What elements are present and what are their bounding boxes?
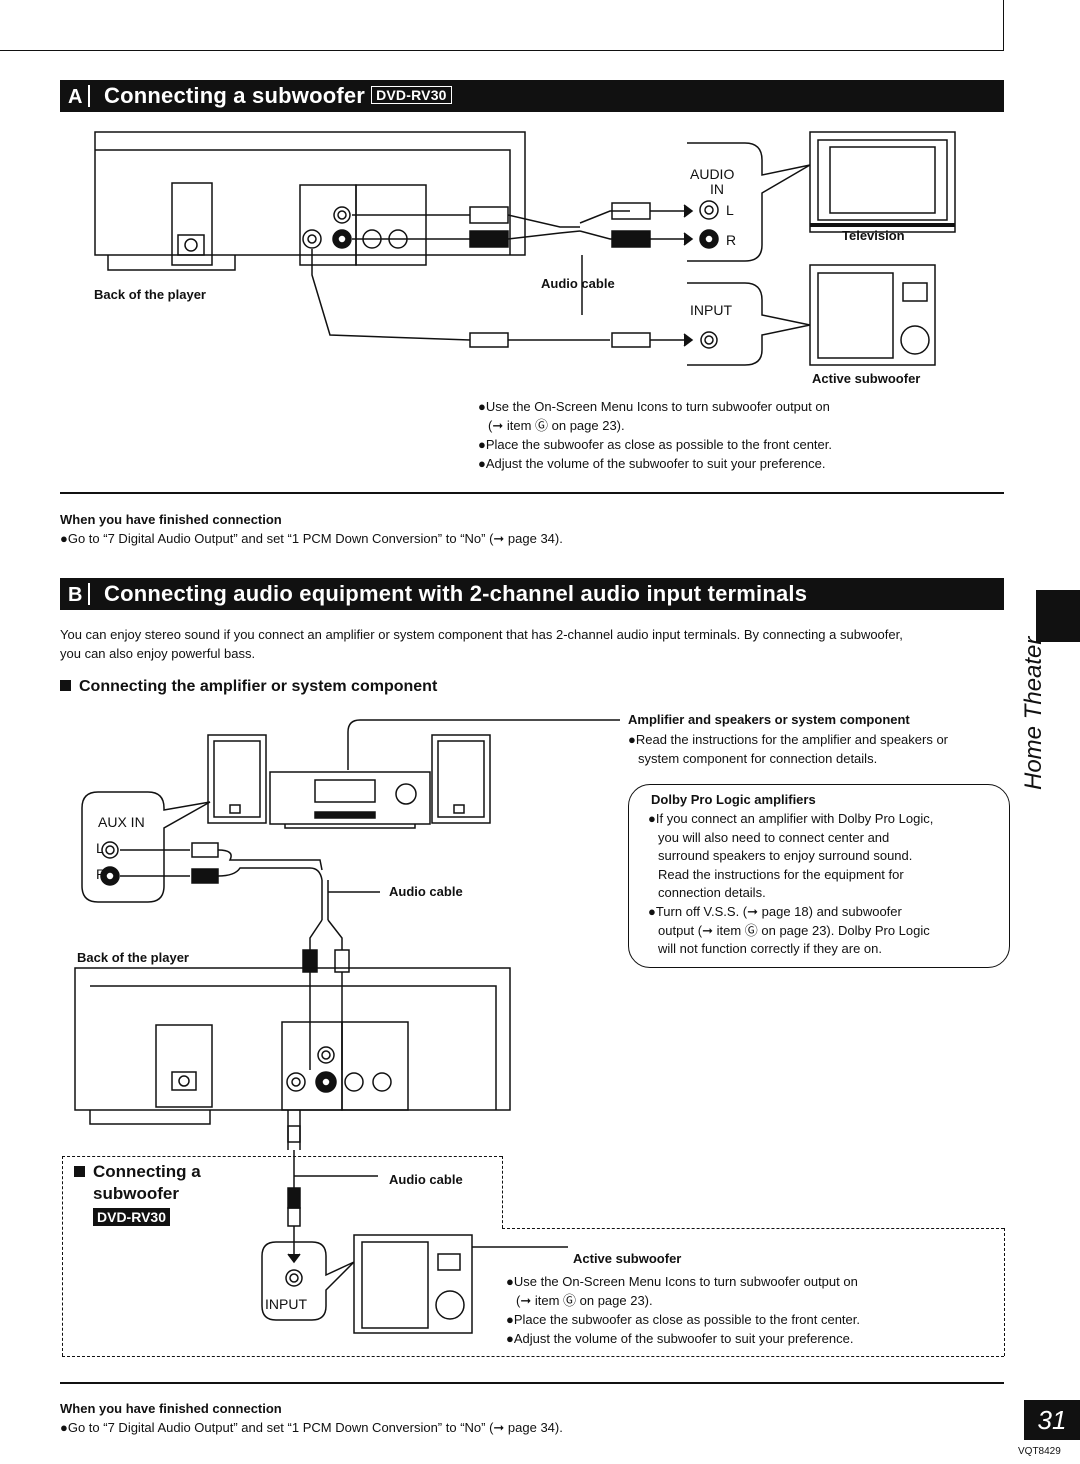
dashed-border-bottom	[62, 1356, 1004, 1357]
section-b-title: Connecting audio equipment with 2-channe…	[104, 581, 808, 606]
section-a-separator	[88, 85, 90, 107]
amp-diagram	[74, 719, 620, 1125]
amp-subheading: Connecting the amplifier or system compo…	[60, 678, 437, 696]
dolby-line: Read the instructions for the equipment …	[658, 866, 904, 882]
audio-cable-label: Audio cable	[541, 276, 615, 291]
sub-note-line: ●Adjust the volume of the subwoofer to s…	[506, 1331, 854, 1346]
section-a-letter: A	[68, 86, 83, 108]
section-a-finished-heading: When you have finished connection	[60, 512, 282, 527]
aux-right-label: R	[96, 866, 107, 882]
dashed-border-left	[62, 1156, 63, 1356]
right-channel-label: R	[726, 232, 737, 248]
doc-code: VQT8429	[1018, 1446, 1061, 1457]
audio-in-sub-label: IN	[710, 181, 724, 197]
note-line: (➞ item Ⓖ on page 23).	[488, 418, 625, 433]
dolby-line: ●If you connect an amplifier with Dolby …	[648, 811, 934, 826]
square-bullet-icon	[74, 1166, 85, 1177]
model-badge: DVD-RV30	[371, 86, 452, 104]
sub-note-line: ●Place the subwoofer as close as possibl…	[506, 1312, 860, 1327]
dashed-border-mid	[502, 1156, 503, 1228]
dolby-line: surround speakers to enjoy surround soun…	[658, 848, 913, 864]
side-thumb-tab	[1036, 590, 1080, 642]
section-b-letter: B	[68, 584, 83, 606]
section-a-diagram	[94, 131, 956, 366]
dashed-border-top-left	[62, 1156, 502, 1157]
dolby-heading: Dolby Pro Logic amplifiers	[651, 792, 816, 807]
dolby-line: you will also need to connect center and	[658, 829, 890, 845]
audio-cable-c-label: Audio cable	[389, 1172, 463, 1187]
amp-heading: Amplifier and speakers or system compone…	[628, 712, 910, 727]
audio-in-label: AUDIO	[690, 166, 735, 182]
note-line: ●Place the subwoofer as close as possibl…	[478, 437, 832, 452]
note-line: ●Adjust the volume of the subwoofer to s…	[478, 456, 826, 471]
sub-note-line: (➞ item Ⓖ on page 23).	[516, 1293, 653, 1308]
amp-note-line: ●Read the instructions for the amplifier…	[628, 732, 949, 747]
television-label: Television	[842, 228, 905, 243]
section-b-divider	[60, 1382, 1004, 1384]
subwoofer-heading-line1: Connecting a	[93, 1162, 201, 1181]
subwoofer-subheading: Connecting a subwoofer	[74, 1161, 201, 1205]
page-number: 31	[1024, 1400, 1080, 1440]
section-b-separator	[88, 583, 90, 605]
section-b-intro: You can enjoy stereo sound if you connec…	[60, 625, 903, 663]
sub-note-line: ●Use the On-Screen Menu Icons to turn su…	[506, 1274, 858, 1289]
subwoofer-heading-line2: subwoofer	[93, 1184, 179, 1203]
amp-note-line: system component for connection details.	[638, 751, 878, 766]
amp-notes: ●Read the instructions for the amplifier…	[628, 730, 948, 768]
dolby-notes: ●If you connect an amplifier with Dolby …	[648, 810, 933, 959]
section-a-finished-text: ●Go to “7 Digital Audio Output” and set …	[60, 531, 563, 546]
back-of-player-b-label: Back of the player	[77, 950, 189, 965]
side-tab-label: Home Theater	[1020, 636, 1047, 790]
top-frame-corner	[1003, 0, 1004, 51]
note-line: ●Use the On-Screen Menu Icons to turn su…	[478, 399, 830, 414]
active-subwoofer-b-label: Active subwoofer	[573, 1251, 682, 1266]
section-a-divider	[60, 492, 1004, 494]
back-of-player-label: Back of the player	[94, 287, 206, 302]
dolby-note-box	[628, 784, 1010, 968]
subwoofer-diagram	[261, 1110, 568, 1334]
subwoofer-model-badge: DVD-RV30	[93, 1208, 170, 1226]
audio-cable-b-label: Audio cable	[389, 884, 463, 899]
top-frame-line	[0, 50, 1004, 51]
left-channel-label: L	[726, 202, 734, 218]
section-b-header: B Connecting audio equipment with 2-chan…	[60, 578, 1004, 610]
section-a-title: Connecting a subwoofer DVD-RV30	[104, 83, 452, 109]
intro-line: you can also enjoy powerful bass.	[60, 646, 256, 661]
dolby-line: will not function correctly if they are …	[658, 941, 882, 957]
input-label: INPUT	[690, 302, 732, 318]
amp-subheading-text: Connecting the amplifier or system compo…	[79, 678, 438, 695]
aux-in-label: AUX IN	[98, 814, 145, 830]
subwoofer-notes: ●Use the On-Screen Menu Icons to turn su…	[506, 1272, 860, 1348]
intro-line: You can enjoy stereo sound if you connec…	[60, 627, 903, 642]
square-bullet-icon	[60, 680, 71, 691]
section-b-finished-heading: When you have finished connection	[60, 1401, 282, 1416]
input-b-label: INPUT	[265, 1296, 307, 1312]
section-a-header: A Connecting a subwoofer DVD-RV30	[60, 80, 1004, 112]
dashed-border-right	[1004, 1228, 1005, 1356]
dashed-border-top-right	[502, 1228, 1004, 1229]
dolby-line: output (➞ item Ⓖ on page 23). Dolby Pro …	[658, 922, 930, 938]
section-a-notes: ●Use the On-Screen Menu Icons to turn su…	[478, 397, 832, 473]
section-a-title-text: Connecting a subwoofer	[104, 83, 366, 108]
dolby-line: ●Turn off V.S.S. (➞ page 18) and subwoof…	[648, 903, 902, 919]
section-b-finished-text: ●Go to “7 Digital Audio Output” and set …	[60, 1420, 563, 1435]
aux-left-label: L	[96, 840, 104, 856]
dolby-line: connection details.	[658, 885, 766, 901]
active-subwoofer-label: Active subwoofer	[812, 371, 921, 386]
